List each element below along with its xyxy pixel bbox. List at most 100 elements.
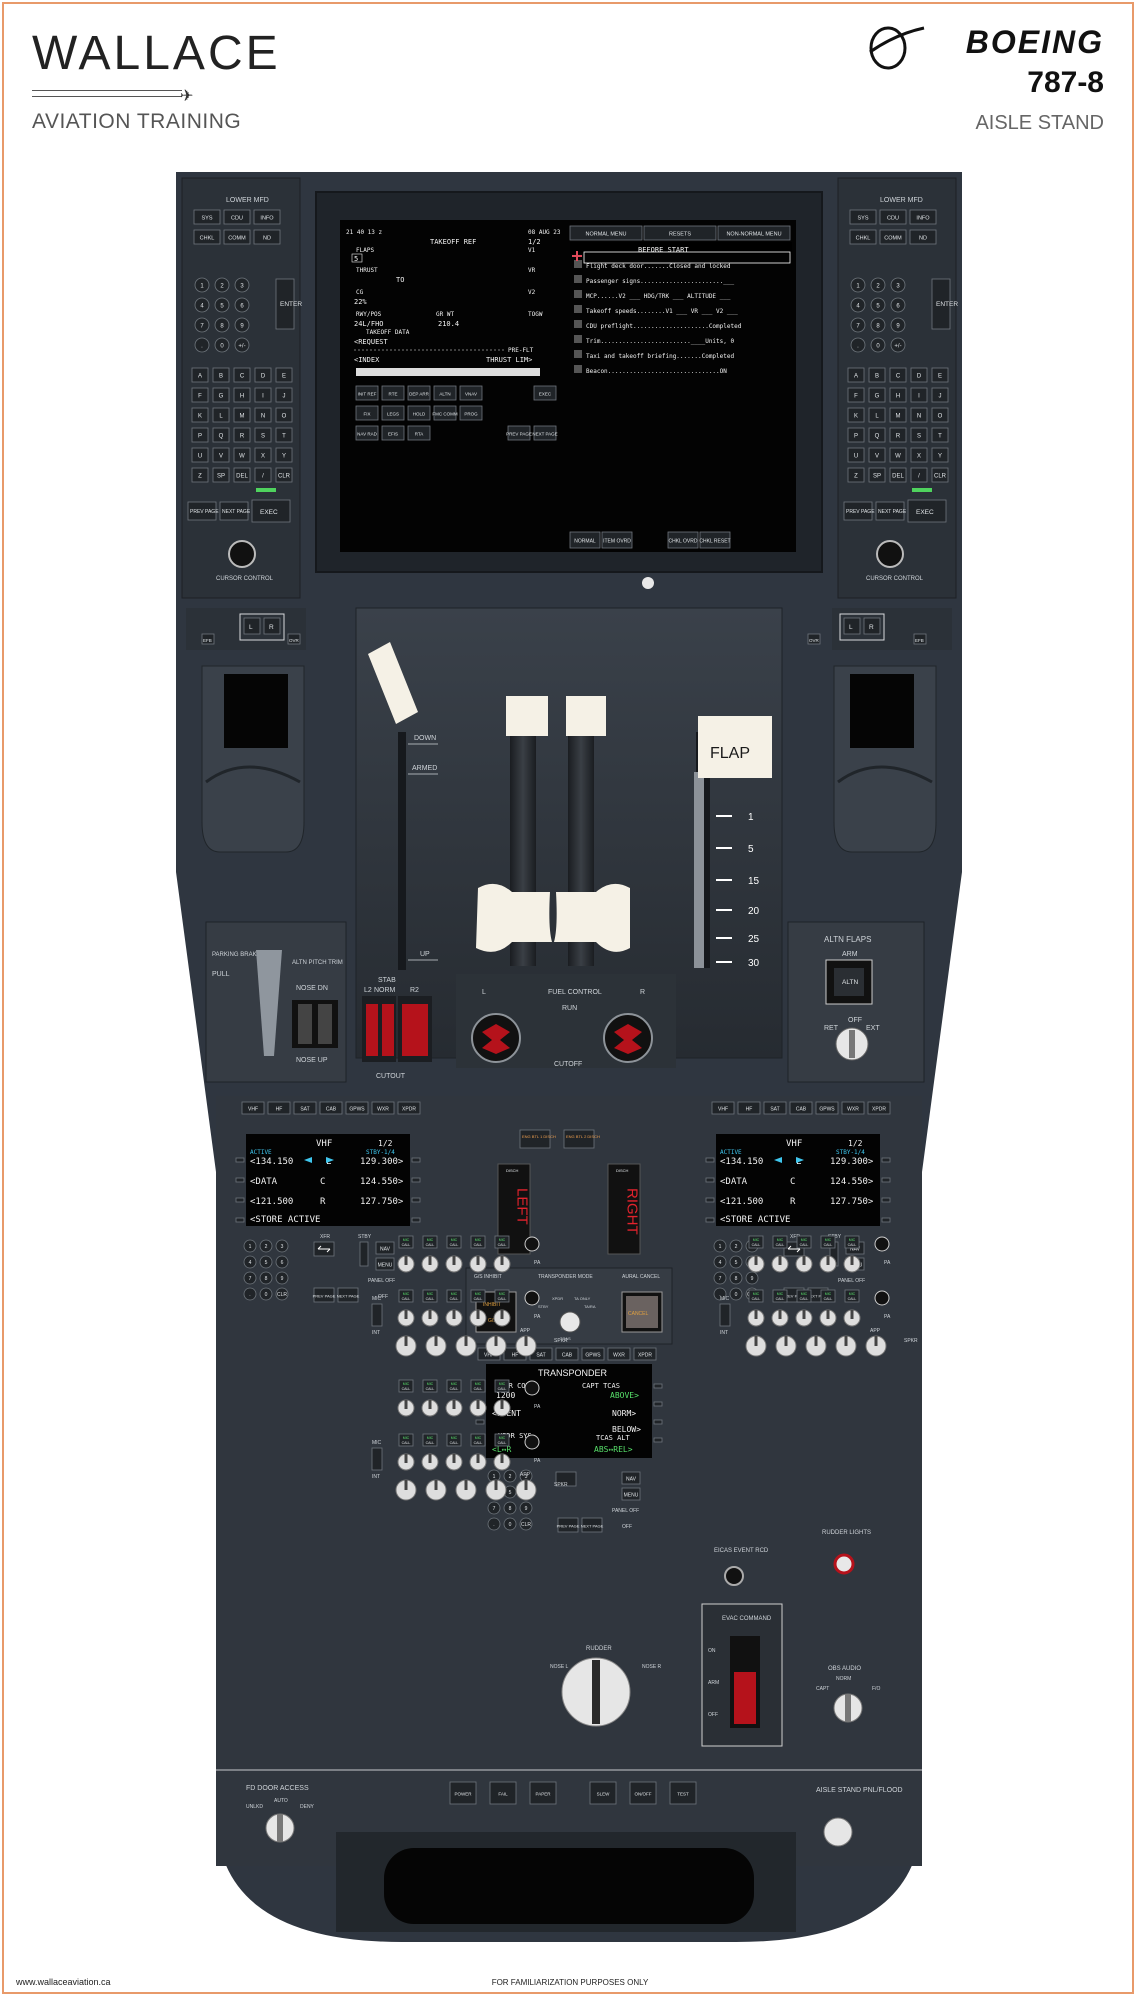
enter-key[interactable] — [275, 278, 295, 330]
num-key[interactable]: 0 — [214, 337, 230, 353]
enter-key[interactable] — [931, 278, 951, 330]
radio-key[interactable]: 9 — [745, 1271, 759, 1285]
num-key[interactable]: 5 — [214, 297, 230, 313]
call-button[interactable] — [772, 1289, 788, 1303]
mfd-mode-key[interactable]: ND — [253, 229, 281, 245]
alpha-key[interactable]: Y — [931, 447, 949, 463]
active-frequency[interactable]: <134.150 — [250, 1157, 293, 1167]
call-button[interactable] — [820, 1289, 836, 1303]
prev-page-button[interactable]: PREV PAGE — [313, 1287, 336, 1303]
mfd-mode-key[interactable]: SYS — [849, 209, 877, 225]
efb-l-button[interactable] — [843, 617, 861, 635]
radio-key[interactable]: 7 — [243, 1271, 257, 1285]
alpha-key[interactable]: E — [931, 367, 949, 383]
call-button[interactable] — [796, 1235, 812, 1249]
norm-prompt[interactable]: NORM> — [612, 1409, 636, 1418]
mfd-mode-key[interactable]: CHKL — [849, 229, 877, 245]
alpha-key[interactable]: CLR — [275, 467, 293, 483]
aisle-flood-knob[interactable] — [823, 1817, 853, 1847]
radio-key[interactable]: 4 — [243, 1255, 257, 1269]
num-key[interactable]: 1 — [194, 277, 210, 293]
alpha-key[interactable]: W — [233, 447, 251, 463]
alpha-key[interactable]: R — [233, 427, 251, 443]
alpha-key[interactable]: H — [233, 387, 251, 403]
radio-key[interactable]: 4 — [713, 1255, 727, 1269]
printer-key[interactable]: TEST — [669, 1781, 697, 1805]
alpha-key[interactable]: B — [868, 367, 886, 383]
checklist-tab[interactable]: NORMAL MENU — [569, 225, 643, 241]
above-prompt[interactable]: ABOVE> — [610, 1391, 639, 1400]
line-select-key[interactable] — [411, 1157, 421, 1163]
call-button[interactable] — [398, 1433, 414, 1447]
alpha-key[interactable]: H — [889, 387, 907, 403]
radio-key[interactable]: 1 — [243, 1239, 257, 1253]
exec-key[interactable] — [907, 499, 947, 523]
radio-r-active[interactable]: <121.500 — [250, 1197, 293, 1207]
efb-r-button[interactable] — [863, 617, 881, 635]
call-button[interactable] — [844, 1289, 860, 1303]
next-page-key[interactable] — [219, 501, 249, 521]
line-select-key[interactable] — [235, 1157, 245, 1163]
radio-tab[interactable]: SAT — [293, 1101, 317, 1115]
alpha-key[interactable]: X — [910, 447, 928, 463]
call-button[interactable] — [398, 1235, 414, 1249]
line-select-key[interactable] — [881, 1177, 891, 1183]
cdu-soft-key[interactable]: PREV PAGE — [506, 425, 532, 441]
num-key[interactable]: 7 — [194, 317, 210, 333]
efb-r-button[interactable] — [263, 617, 281, 635]
num-key[interactable]: 5 — [870, 297, 886, 313]
printer-key[interactable]: SLEW — [589, 1781, 617, 1805]
standby-frequency[interactable]: 129.300> — [830, 1157, 874, 1167]
mic-int-switch[interactable] — [719, 1303, 731, 1327]
data-prompt[interactable]: <DATA — [720, 1177, 748, 1187]
call-button[interactable] — [422, 1235, 438, 1249]
num-key[interactable]: 2 — [870, 277, 886, 293]
line-select-key[interactable] — [881, 1157, 891, 1163]
num-key[interactable]: 6 — [234, 297, 250, 313]
cdu-soft-key[interactable]: ALTN — [433, 385, 457, 401]
xpdr-sys-prompt[interactable]: <L↔R — [492, 1445, 511, 1454]
checklist-item[interactable]: Beacon...............................ON — [574, 365, 727, 375]
xpdr-tab[interactable]: CAB — [555, 1347, 579, 1361]
cdu-soft-key[interactable]: INIT REF — [355, 385, 379, 401]
footer-website[interactable]: www.wallaceaviation.ca — [16, 1977, 111, 1987]
cdu-soft-key[interactable]: NAV RAD — [355, 425, 379, 441]
alpha-key[interactable]: I — [910, 387, 928, 403]
call-button[interactable] — [820, 1235, 836, 1249]
active-frequency[interactable]: <134.150 — [720, 1157, 763, 1167]
alpha-key[interactable]: V — [212, 447, 230, 463]
line-select-key[interactable] — [653, 1401, 663, 1407]
request-prompt[interactable]: <REQUEST — [354, 338, 389, 346]
store-active-prompt[interactable]: <STORE ACTIVE — [720, 1215, 790, 1225]
line-select-key[interactable] — [235, 1217, 245, 1223]
line-select-key[interactable] — [411, 1217, 421, 1223]
alpha-key[interactable]: CLR — [931, 467, 949, 483]
call-button[interactable] — [422, 1289, 438, 1303]
alpha-key[interactable]: F — [191, 387, 209, 403]
line-select-key[interactable] — [881, 1217, 891, 1223]
checklist-tab[interactable]: NON-NORMAL MENU — [717, 225, 791, 241]
pitch-trim-switch-right[interactable] — [318, 1004, 332, 1044]
speedbrake-lever[interactable] — [368, 642, 418, 724]
speaker-knob[interactable] — [874, 1290, 890, 1306]
call-button[interactable] — [470, 1289, 486, 1303]
ovr-button[interactable] — [287, 633, 301, 645]
prev-page-button[interactable]: PREV PAGE — [557, 1517, 580, 1533]
radio-r-active[interactable]: <121.500 — [720, 1197, 763, 1207]
line-select-key[interactable] — [705, 1157, 715, 1163]
alpha-key[interactable]: O — [931, 407, 949, 423]
radio-tab[interactable]: SAT — [763, 1101, 787, 1115]
radio-key[interactable]: 3 — [275, 1239, 289, 1253]
num-key[interactable]: 9 — [890, 317, 906, 333]
parking-brake-lever[interactable] — [256, 950, 282, 1056]
efb-button[interactable] — [913, 633, 927, 645]
mic-int-switch[interactable] — [371, 1303, 383, 1327]
cursor-control[interactable] — [876, 540, 904, 568]
xpdr-key[interactable]: 0 — [503, 1517, 517, 1531]
mfd-mode-key[interactable]: SYS — [193, 209, 221, 225]
num-key[interactable]: 8 — [870, 317, 886, 333]
alpha-key[interactable]: U — [191, 447, 209, 463]
next-page-button[interactable]: NEXT PAGE — [581, 1517, 604, 1533]
num-key[interactable]: +/- — [890, 337, 906, 353]
xpdr-tab[interactable]: GPWS — [581, 1347, 605, 1361]
